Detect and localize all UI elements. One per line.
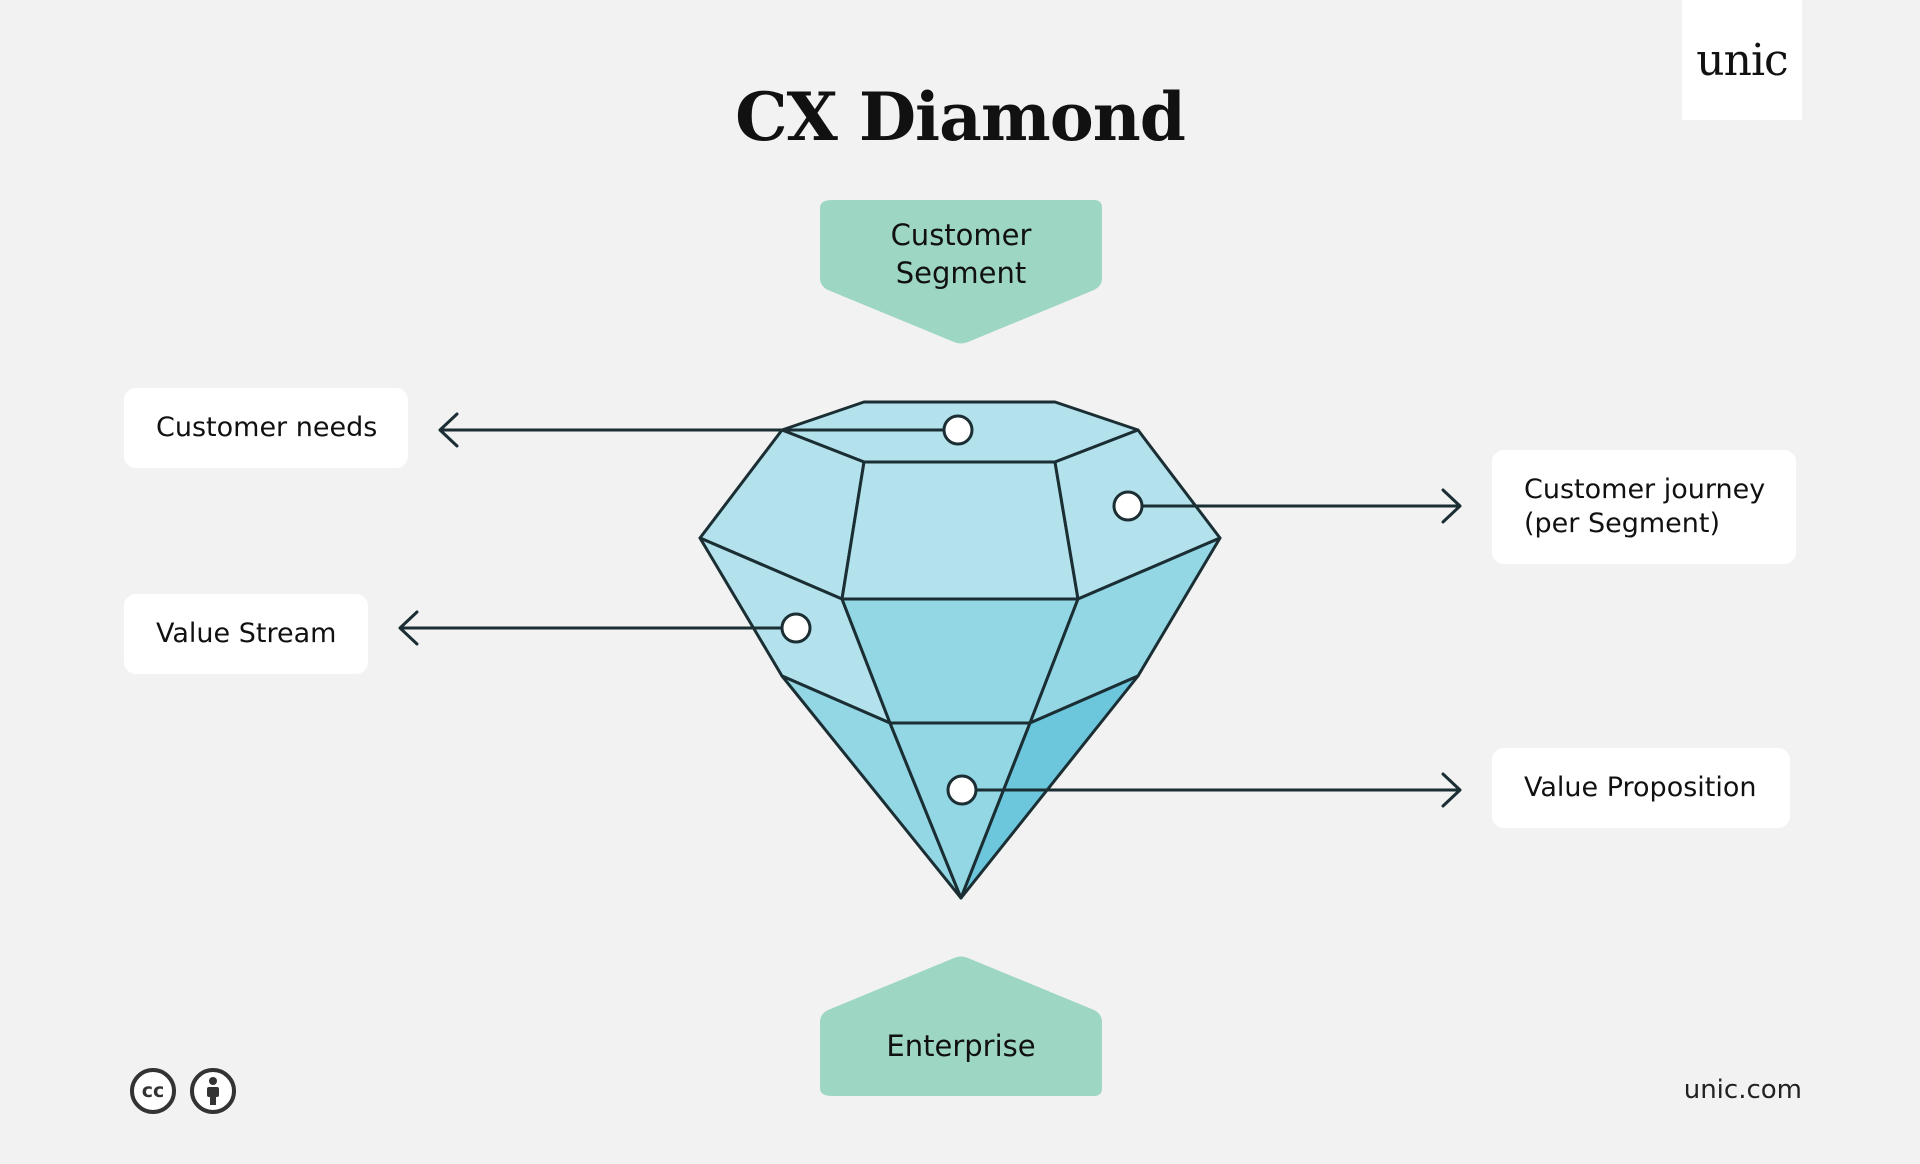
customer-needs-arrow-icon <box>438 412 459 448</box>
value-stream-arrow-icon <box>398 610 419 646</box>
customer-journey-text: Customer journey <box>1524 474 1766 505</box>
customer-segment-badge: Customer Segment <box>890 218 1032 290</box>
enterprise-badge: Enterprise <box>886 1029 1036 1063</box>
customer-segment-badge-shape <box>820 200 1102 344</box>
enterprise-badge-shape <box>820 956 1102 1096</box>
value-proposition-arrow-icon <box>1441 772 1462 808</box>
value-proposition-dot <box>946 774 978 806</box>
customer-journey-dot <box>1112 490 1144 522</box>
value-stream-dot <box>780 612 812 644</box>
customer-needs-label: Customer needs <box>124 388 408 468</box>
page-title: CX Diamond <box>735 78 1186 156</box>
diamond-icon <box>698 400 1222 900</box>
customer-journey-subtext: (per Segment) <box>1524 508 1721 539</box>
value-proposition-label: Value Proposition <box>1492 748 1790 828</box>
customer-needs-dot <box>942 414 974 446</box>
value-stream-text: Value Stream <box>156 618 337 649</box>
person-icon <box>207 1077 219 1105</box>
value-stream-label: Value Stream <box>124 594 368 674</box>
cc-icon: cc <box>130 1068 176 1114</box>
footer-url[interactable]: unic.com <box>1683 1075 1802 1105</box>
customer-needs-text: Customer needs <box>156 412 378 443</box>
attribution-icon <box>190 1068 236 1114</box>
unic-logo: unic <box>1682 0 1802 120</box>
value-proposition-text: Value Proposition <box>1524 772 1757 803</box>
customer-journey-label: Customer journey (per Segment) <box>1492 450 1796 564</box>
customer-journey-arrow-icon <box>1441 488 1462 524</box>
